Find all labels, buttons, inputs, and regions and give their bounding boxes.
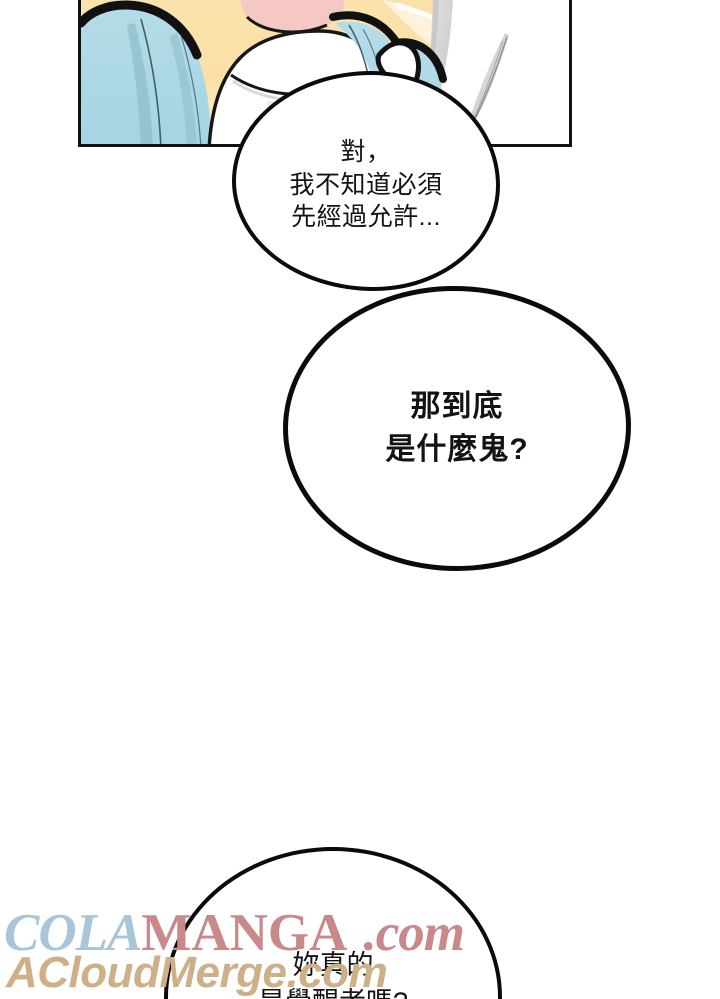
speech-bubble-top-text: 對， 我不知道必須 先經過允許... <box>289 138 443 232</box>
speech-bubble-bottom: 妳真的 是覺醒者嗎? <box>164 847 502 999</box>
speech-bubble-top: 對， 我不知道必須 先經過允許... <box>232 71 500 291</box>
speech-bubble-middle: 那到底 是什麼鬼? <box>283 286 631 571</box>
top-comic-panel <box>78 0 572 147</box>
speech-bubble-middle-text: 那到底 是什麼鬼? <box>385 389 529 466</box>
speech-bubble-bottom-text: 妳真的 是覺醒者嗎? <box>258 950 408 999</box>
watermark-cola-text: COLA <box>4 904 142 962</box>
panel-artwork <box>81 0 569 144</box>
panel-artwork-svg <box>81 0 569 144</box>
